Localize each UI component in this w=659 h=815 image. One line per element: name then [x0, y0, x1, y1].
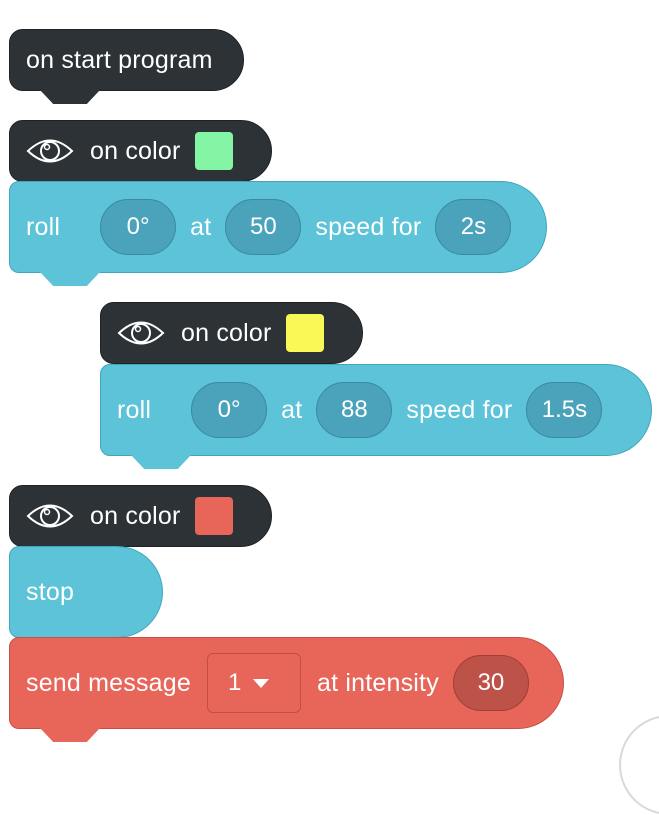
roll-block[interactable]: roll 0° at 50 speed for 2s	[9, 181, 547, 286]
speed-for-label: speed for	[406, 395, 513, 424]
speed-input[interactable]: 88	[316, 382, 393, 438]
on-start-program-block[interactable]: on start program	[9, 29, 244, 104]
on-color-event-block[interactable]: on color	[9, 120, 272, 182]
angle-input[interactable]: 0°	[191, 382, 268, 438]
color-swatch[interactable]	[285, 314, 324, 352]
block-label: on color	[181, 318, 272, 347]
on-color-event-block[interactable]: on color	[9, 485, 272, 547]
block-label: on start program	[26, 45, 213, 74]
eye-icon	[26, 504, 74, 528]
block-connector	[40, 272, 100, 286]
stop-block[interactable]: stop	[9, 546, 163, 638]
speed-for-label: speed for	[315, 212, 422, 241]
color-swatch[interactable]	[194, 497, 233, 535]
block-label: on color	[90, 501, 181, 530]
at-label: at	[190, 212, 212, 241]
duration-input[interactable]: 1.5s	[526, 382, 603, 438]
send-message-block[interactable]: send message 1 at intensity 30	[9, 637, 564, 742]
angle-input[interactable]: 0°	[100, 199, 177, 255]
roll-block[interactable]: roll 0° at 88 speed for 1.5s	[100, 364, 652, 469]
at-intensity-label: at intensity	[317, 668, 439, 697]
block-label: roll	[117, 395, 152, 424]
at-label: at	[281, 395, 303, 424]
corner-control-button[interactable]	[619, 715, 659, 815]
block-connector	[40, 90, 100, 104]
duration-input[interactable]: 2s	[435, 199, 512, 255]
block-connector	[40, 728, 100, 742]
message-value: 1	[228, 669, 242, 696]
intensity-input[interactable]: 30	[452, 655, 529, 711]
color-swatch[interactable]	[194, 132, 233, 170]
message-dropdown[interactable]: 1	[207, 653, 301, 713]
speed-input[interactable]: 50	[225, 199, 302, 255]
block-label: on color	[90, 136, 181, 165]
eye-icon	[117, 321, 165, 345]
block-label: stop	[26, 577, 75, 606]
block-connector	[131, 455, 191, 469]
caret-down-icon	[253, 678, 270, 688]
eye-icon	[26, 139, 74, 163]
block-label: roll	[26, 212, 61, 241]
block-label: send message	[26, 668, 191, 697]
on-color-event-block[interactable]: on color	[100, 302, 363, 364]
